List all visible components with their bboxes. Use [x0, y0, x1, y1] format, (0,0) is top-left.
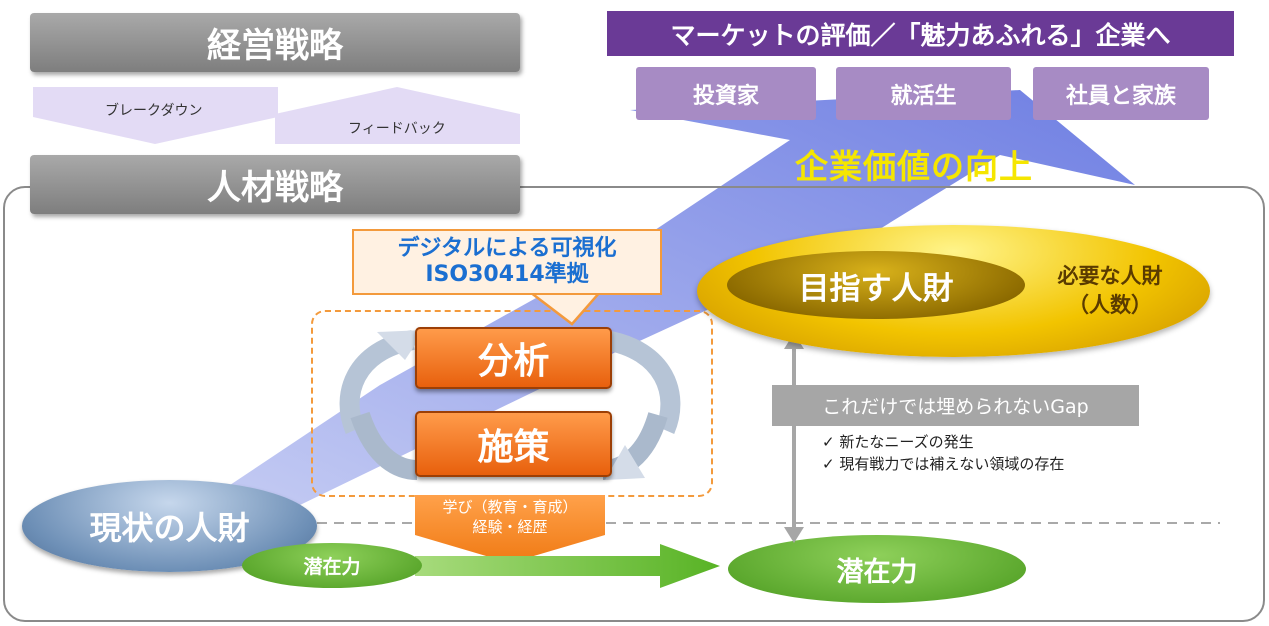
gap-bar: これだけでは埋められないGap	[772, 385, 1139, 426]
current-talent-label: 現状の人財	[89, 509, 250, 547]
breakdown-label: ブレークダウン	[105, 103, 203, 119]
gap-label: これだけでは埋められないGap	[822, 396, 1089, 418]
stakeholder-job-seekers: 就活生	[836, 67, 1011, 120]
market-heading: マーケットの評価／「魅力あふれる」企業へ	[607, 11, 1234, 56]
feedback-label: フィードバック	[348, 121, 446, 137]
stakeholder-job-seekers-label: 就活生	[890, 83, 957, 109]
gap-double-arrow	[784, 333, 804, 543]
stakeholder-employees-label: 社員と家族	[1065, 83, 1176, 109]
potential-small-label: 潜在力	[303, 556, 361, 578]
gap-check-item: ✓ 現有戦力では補えない領域の存在	[822, 455, 1065, 473]
hr-strategy-frame	[3, 186, 1265, 622]
potential-large-ellipse: 潜在力	[728, 535, 1026, 603]
needed-talent-text: 必要な人財 （人数）	[1035, 262, 1185, 320]
learning-line2: 経験・経歴	[472, 518, 548, 536]
visualization-callout: デジタルによる可視化 ISO30414準拠	[352, 229, 662, 295]
potential-growth-arrow	[415, 544, 720, 588]
stakeholder-investors: 投資家	[636, 67, 816, 120]
needed-line2: （人数）	[1068, 293, 1152, 317]
stakeholder-investors-label: 投資家	[692, 83, 759, 109]
management-strategy-label: 経営戦略	[207, 26, 343, 66]
gap-check-item: ✓ 新たなニーズの発生	[822, 433, 974, 451]
feedback-arrow	[275, 87, 520, 144]
callout-pointer	[530, 292, 600, 326]
visualization-line1: デジタルによる可視化	[397, 236, 617, 261]
learning-arrow	[415, 495, 605, 563]
measures-box: 施策	[415, 411, 612, 477]
measures-label: 施策	[477, 427, 550, 468]
market-heading-text: マーケットの評価／「魅力あふれる」企業へ	[670, 20, 1171, 50]
target-inner-ellipse: 目指す人財	[727, 251, 1025, 319]
analysis-box: 分析	[415, 327, 612, 389]
potential-large-label: 潜在力	[836, 556, 918, 588]
needed-line1: 必要な人財	[1057, 264, 1163, 288]
target-inner-label: 目指す人財	[798, 270, 954, 307]
management-strategy-bar: 経営戦略	[30, 13, 520, 72]
stakeholder-employees: 社員と家族	[1033, 67, 1209, 120]
gap-checklist: ✓ 新たなニーズの発生 ✓ 現有戦力では補えない領域の存在	[822, 431, 1064, 475]
hr-strategy-label: 人材戦略	[207, 168, 343, 208]
potential-small-ellipse: 潜在力	[242, 543, 422, 588]
visualization-line2: ISO30414準拠	[425, 262, 589, 287]
learning-line1: 学び（教育・育成）	[442, 498, 578, 516]
learning-text: 学び（教育・育成） 経験・経歴	[400, 497, 620, 537]
hr-strategy-bar: 人材戦略	[30, 155, 520, 214]
value-up-label: 企業価値の向上	[795, 147, 1033, 186]
analysis-label: 分析	[477, 341, 550, 382]
breakdown-arrow	[33, 87, 278, 144]
